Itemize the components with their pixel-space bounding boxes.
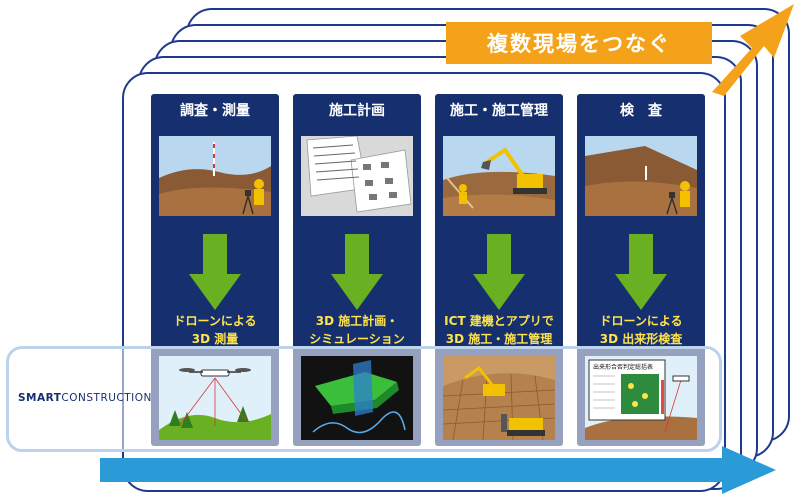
flow-arrow-icon [100,446,776,494]
inspection-report-illustration: 出来形合否判定総括表 [585,356,697,440]
down-arrow-icon [189,234,241,310]
connect-arrow-icon [712,4,794,96]
tech-line: 3D 出来形検査 [599,332,683,346]
planning-photo [301,136,413,216]
phase-technology: ICT 建機とアプリで 3D 施工・施工管理 [435,312,563,348]
simulation-illustration [301,356,413,440]
down-arrow-icon [331,234,383,310]
down-arrow-icon [615,234,667,310]
logo-rest: CONSTRUCTION [61,392,152,404]
inspection-screen-title: 出来形合否判定総括表 [593,363,653,371]
phase-title: 調査・測量 [180,103,250,119]
tech-line: シミュレーション [309,332,405,346]
phase-technology: ドローンによる 3D 出来形検査 [577,312,705,348]
ict-machine-illustration [443,356,555,440]
drone-survey-illustration [159,356,271,440]
logo-bold: SMART [18,392,62,404]
phase-technology: ドローンによる 3D 測量 [151,312,279,348]
tech-line: ドローンによる [599,314,683,328]
tech-line: 3D 施工計画・ [315,314,399,328]
tech-line: 3D 測量 [191,332,239,346]
smart-construction-logo: SMARTCONSTRUCTION [18,392,152,404]
construction-photo [443,136,555,216]
survey-photo [159,136,271,216]
phase-technology: 3D 施工計画・ シミュレーション [293,312,421,348]
tech-line: ドローンによる [173,314,257,328]
phase-title: 検 査 [620,103,662,119]
tech-line: ICT 建機とアプリで [444,314,554,328]
phase-title: 施工・施工管理 [450,103,548,119]
connect-sites-banner: 複数現場をつなぐ [446,22,712,64]
down-arrow-icon [473,234,525,310]
inspection-photo [585,136,697,216]
phase-title: 施工計画 [329,103,385,119]
tech-line: 3D 施工・施工管理 [445,332,553,346]
